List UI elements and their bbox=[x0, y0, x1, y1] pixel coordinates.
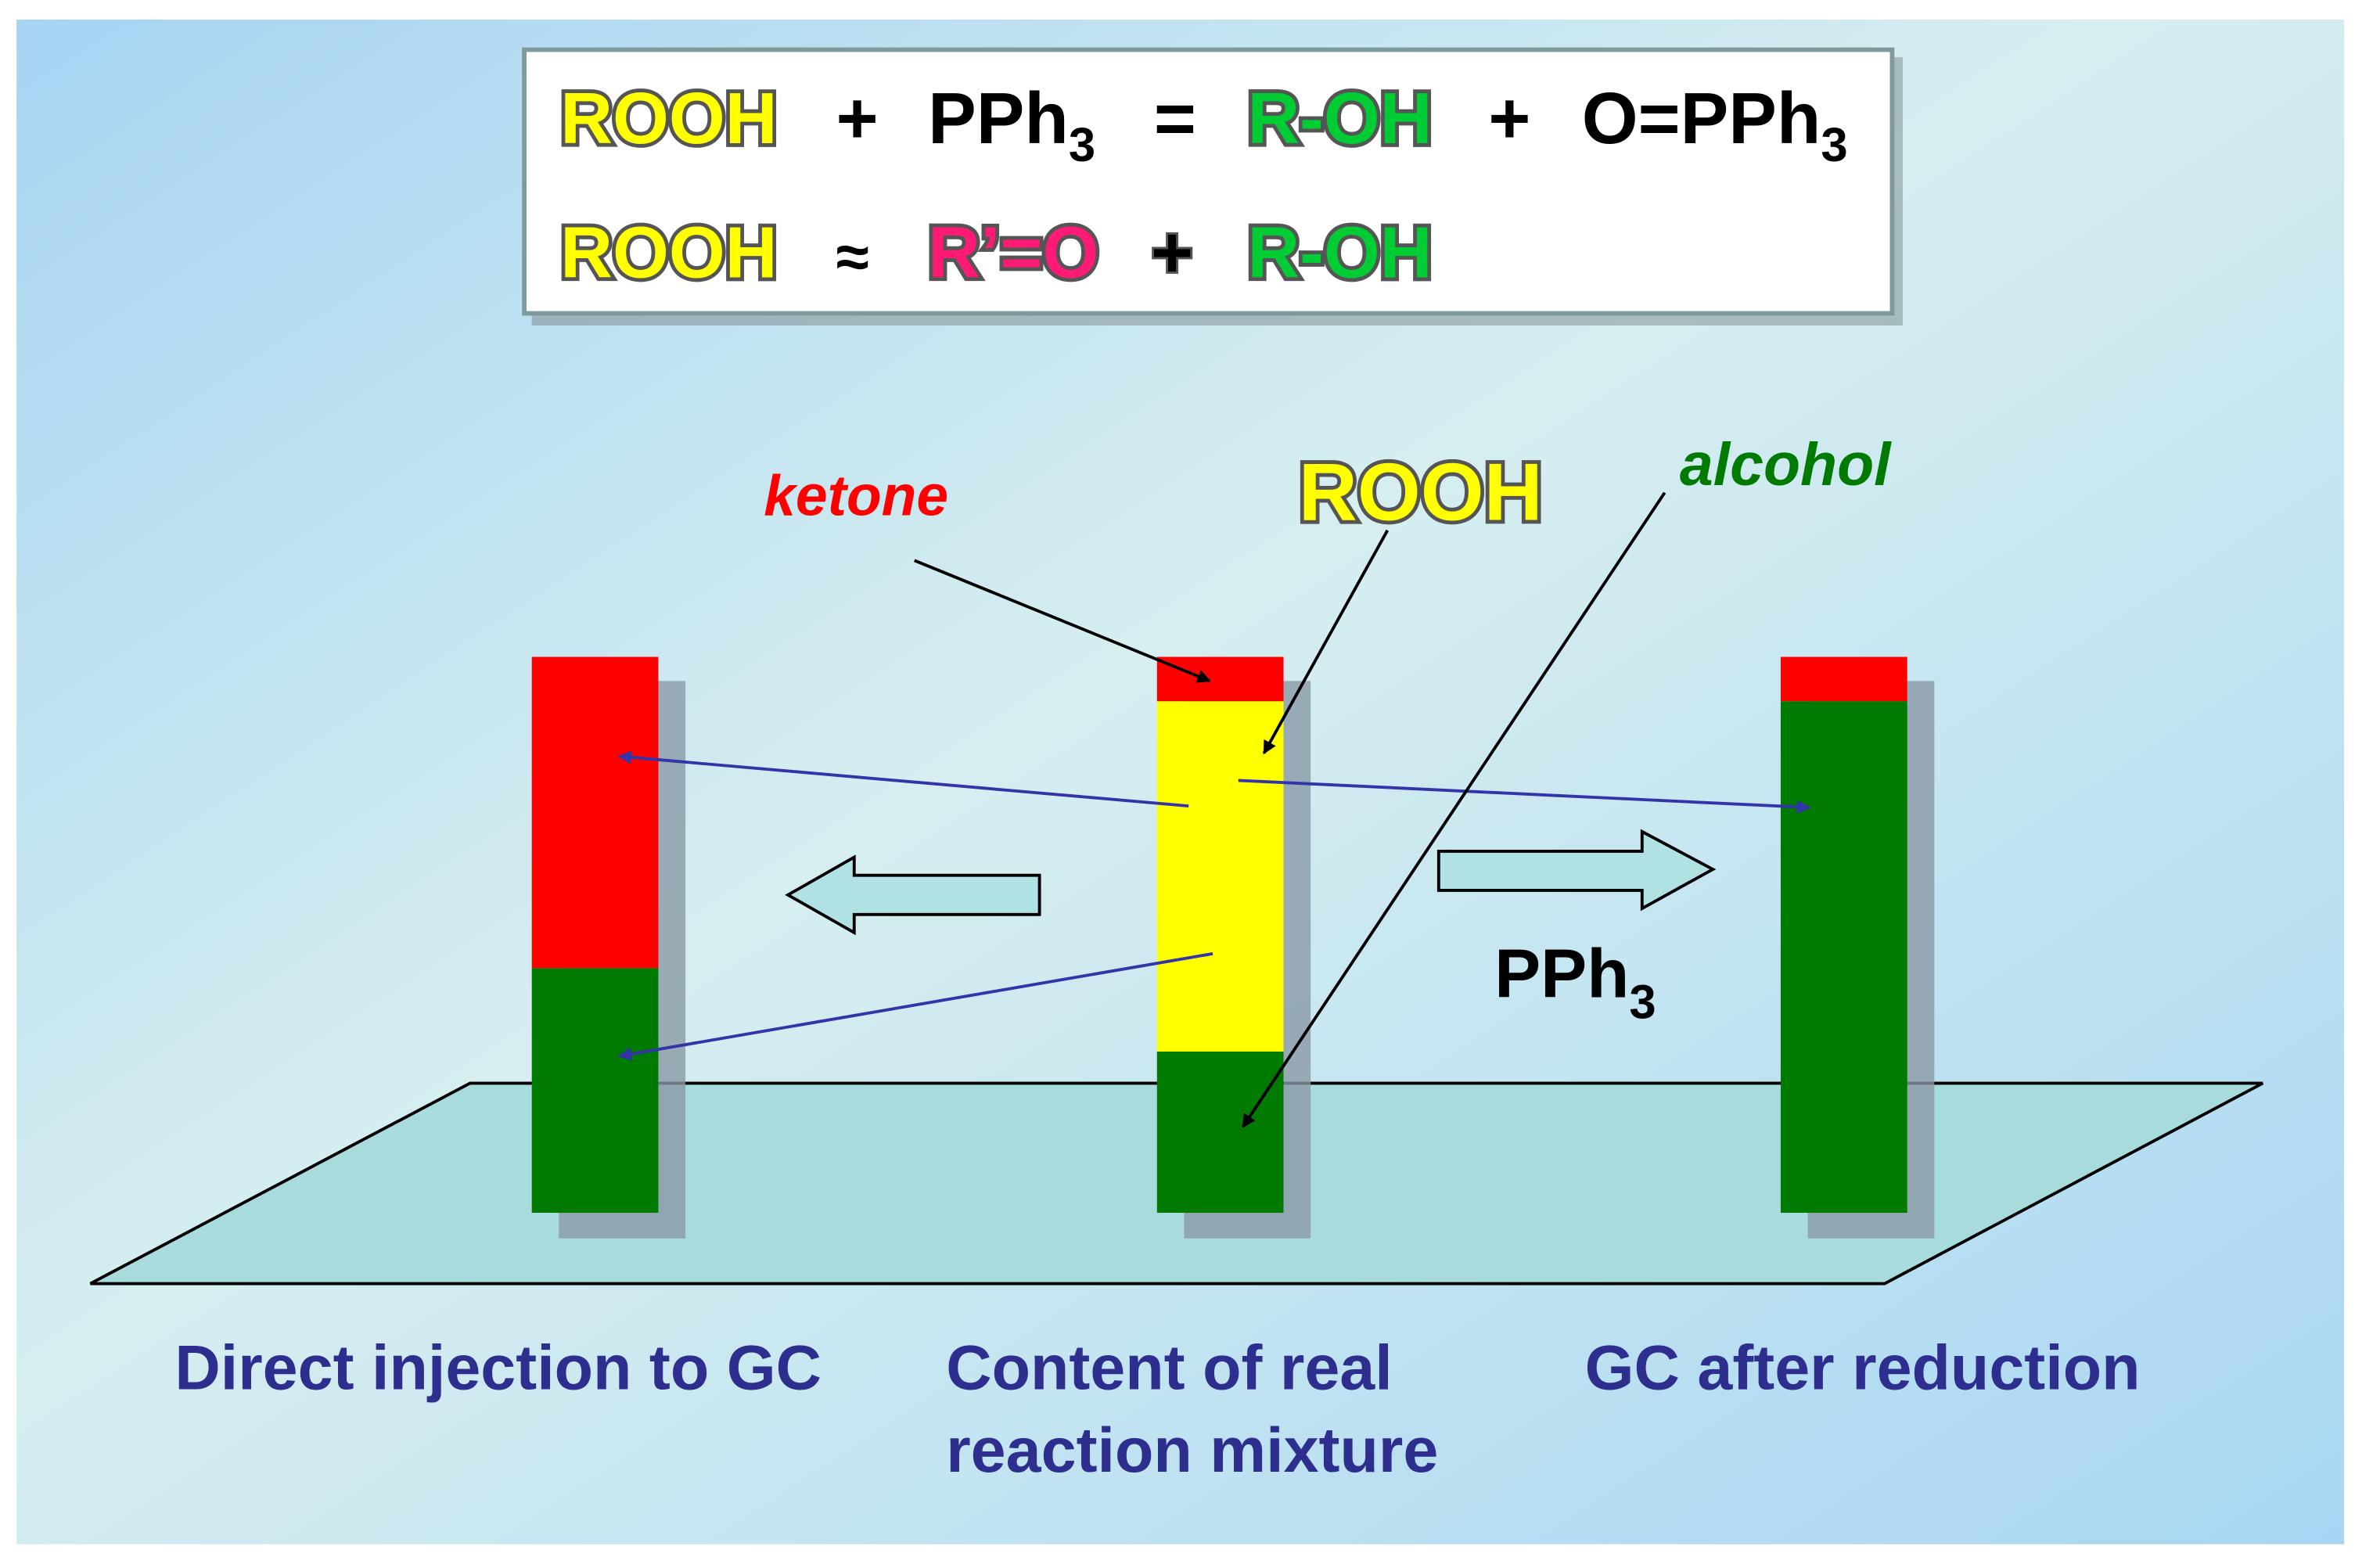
caption-real-mixture-line-2: reaction mixture bbox=[946, 1415, 1438, 1486]
eq1-plus-2: + bbox=[1488, 77, 1530, 159]
eq1-opph: O=PPh bbox=[1582, 77, 1821, 159]
eq1-subscript-2: 3 bbox=[1821, 118, 1847, 172]
eq2-plus: + bbox=[1151, 211, 1193, 293]
arrow-rooh-to-alcohol bbox=[617, 951, 1213, 1061]
eq1-subscript: 3 bbox=[1069, 118, 1095, 172]
eq2-approx: ≈ bbox=[836, 223, 869, 290]
equation-box: ROOH + PPh3 = R-OH + O=PPh3 ROOH ≈ R’=O … bbox=[522, 47, 1903, 325]
eq1-rooh: ROOH bbox=[560, 77, 777, 159]
equation-1: ROOH + PPh3 = R-OH + O=PPh3 bbox=[560, 77, 1847, 177]
rooh-label: ROOH bbox=[1299, 447, 1543, 538]
ketone-segment bbox=[531, 656, 659, 969]
eq1-roh: R-OH bbox=[1247, 77, 1432, 159]
eq1-pph: PPh bbox=[928, 77, 1069, 159]
caption-real-mixture-line-1: Content of real bbox=[946, 1332, 1393, 1403]
eq2-rooh: ROOH bbox=[560, 211, 777, 293]
ketone-segment bbox=[1156, 656, 1284, 702]
eq1-plus: + bbox=[836, 77, 879, 159]
ketone-segment bbox=[1780, 656, 1907, 702]
eq2-roh: R-OH bbox=[1247, 211, 1432, 293]
arrow-rooh-to-ketone bbox=[617, 750, 1189, 808]
column-direct-injection bbox=[531, 656, 686, 1239]
rooh-pointer bbox=[1262, 529, 1390, 755]
ketone-pointer bbox=[914, 559, 1211, 683]
column-real-mixture bbox=[1156, 656, 1311, 1239]
column-after-reduction bbox=[1780, 656, 1935, 1239]
alcohol-segment bbox=[531, 968, 659, 1214]
alcohol-segment bbox=[1780, 701, 1907, 1214]
rooh-segment bbox=[1156, 701, 1284, 1052]
caption-direct-injection: Direct injection to GC bbox=[174, 1332, 822, 1403]
equation-2: ROOH ≈ R’=O + R-OH bbox=[560, 211, 1432, 293]
left-block-arrow bbox=[785, 854, 1041, 936]
ketone-label: ketone bbox=[764, 464, 948, 528]
alcohol-label: alcohol bbox=[1680, 431, 1892, 498]
caption-after-reduction: GC after reduction bbox=[1585, 1332, 2141, 1403]
right-block-arrow bbox=[1436, 829, 1717, 912]
alcohol-pointer bbox=[1241, 491, 1666, 1128]
reagent-label: PPh3 bbox=[1494, 935, 1656, 1030]
eq1-equals: = bbox=[1154, 77, 1196, 159]
arrow-rooh-to-reduced-alcohol bbox=[1238, 779, 1811, 814]
eq2-ketone: R’=O bbox=[928, 211, 1098, 293]
alcohol-segment bbox=[1156, 1051, 1284, 1214]
